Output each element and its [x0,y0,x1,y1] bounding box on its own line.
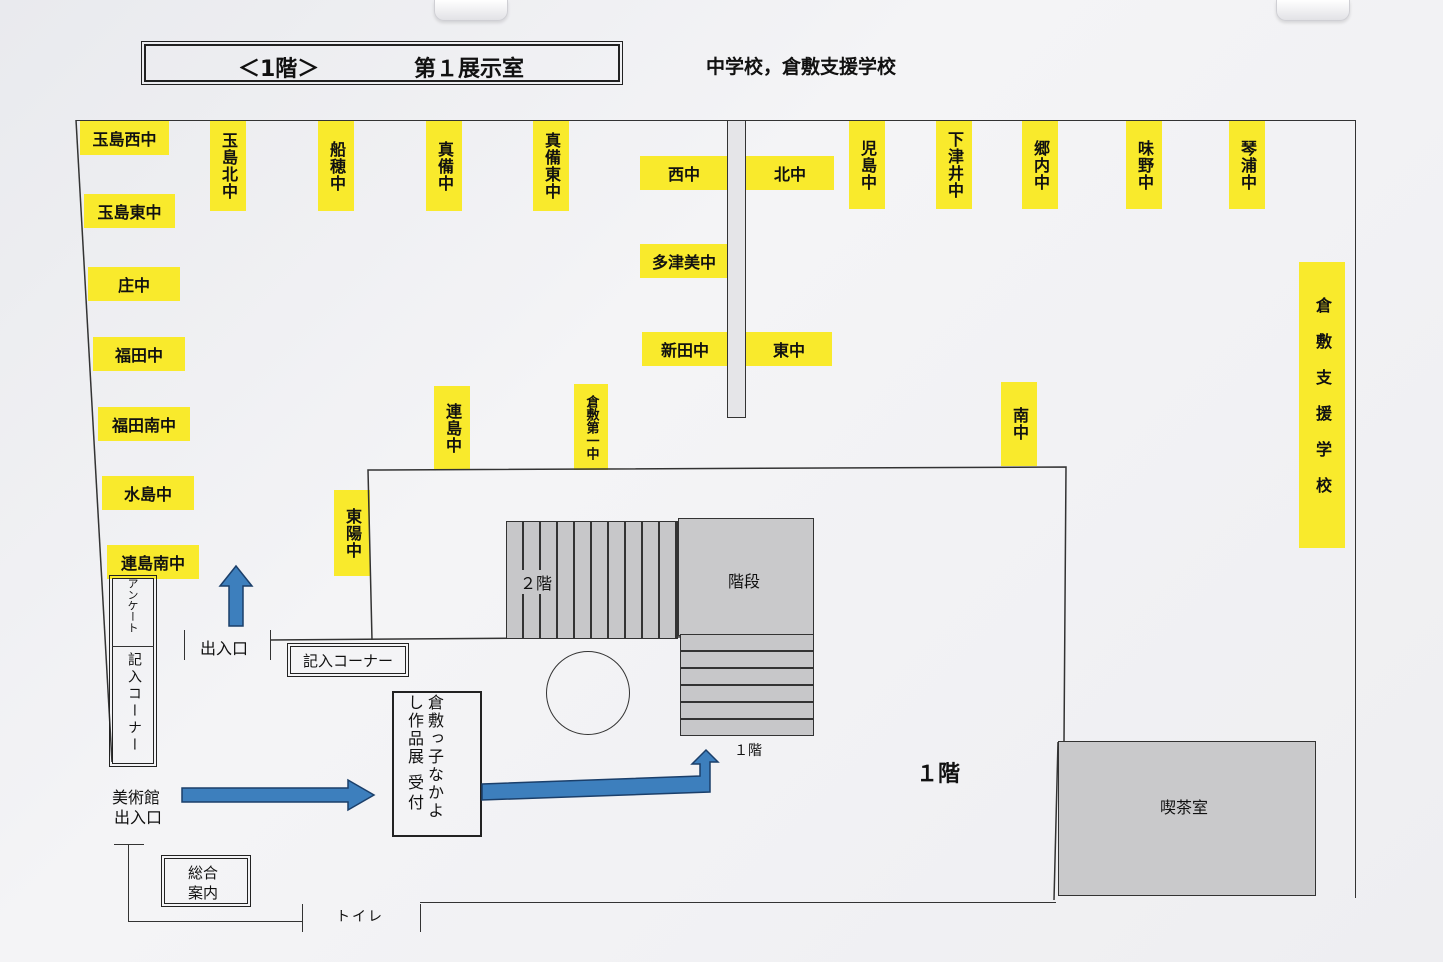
label-museum-entrance-2: 出入口 [114,808,163,827]
tag-kurashiki-shien: 倉敷支援学校 [1299,262,1345,548]
floor-title: ＜1階＞ [238,57,320,82]
tag-tsurajima-minami: 連島南中 [107,545,199,579]
tag-mabi: 真備中 [426,121,462,211]
label-entry-corner-vertical: 記入コーナー [126,652,142,754]
info-desk [161,855,251,907]
magnet-right [1276,0,1350,21]
corridor-top-line [114,844,144,845]
tag-ajino: 味野中 [1126,121,1162,209]
reception-desk [392,691,482,837]
room-title: 第１展示室 [414,57,525,82]
tag-kotoura: 琴浦中 [1229,121,1265,209]
tag-fukuda-minami: 福田南中 [98,407,190,441]
label-stairs: 階段 [728,572,761,591]
tag-mizushima: 水島中 [102,476,194,510]
entry-corner: 記入コーナー [287,643,409,677]
floor-outline [76,120,1356,898]
stairs-first-floor [680,634,814,736]
label-first-floor-big: １階 [916,762,961,787]
tag-nishi: 西中 [640,156,728,190]
label-info-2: 案内 [188,884,219,902]
tag-sho: 庄中 [88,267,180,301]
entrance-mark-right [270,630,271,660]
label-toilet: トイレ [336,909,384,925]
tag-higashi: 東中 [746,332,832,366]
label-reception-exhibit: 倉敷っ子なかよし作品展 [405,694,444,820]
entrance-mark-left [184,630,185,660]
tag-toyo: 東陽中 [334,490,370,576]
tag-gonai: 郷内中 [1022,121,1058,209]
round-pillar [546,651,630,735]
cafe-room [1058,741,1316,896]
floor-title-box: ＜1階＞ 第１展示室 [141,41,623,85]
center-partition [727,120,746,418]
tag-kita: 北中 [746,156,834,190]
tag-niita: 新田中 [642,332,728,366]
corridor-bottom-line [128,921,302,922]
exhibit-subtitle: 中学校，倉敷支援学校 [706,56,897,78]
label-cafe: 喫茶室 [1160,798,1209,817]
stairs-landing [678,518,814,636]
arrow-up-icon [218,564,254,627]
survey-divider [112,646,154,647]
tag-tamashima-kita: 玉島北中 [210,121,246,211]
toilet-mark-right [420,904,421,932]
arrow-right-icon [181,778,376,812]
survey-entry-stand [109,575,157,767]
tag-shimotsui: 下津井中 [936,121,972,209]
label-reception: 受付 [405,774,424,814]
tag-minami: 南中 [1001,382,1037,466]
corridor-left-line [128,844,129,922]
label-info-1: 総合 [188,864,219,882]
label-survey: アンケート [126,578,139,633]
tag-tsurajima: 連島中 [434,386,470,470]
arrow-corner-up-icon [481,748,720,801]
tag-kojima: 児島中 [849,121,885,209]
tag-tamashima-nishi: 玉島西中 [80,121,169,155]
label-entrance: 出入口 [200,639,249,658]
toilet-mark-left [302,904,303,932]
tag-mabi-higashi: 真備東中 [533,121,569,211]
tag-fukuda: 福田中 [93,337,185,371]
tag-tamashima-higashi: 玉島東中 [84,194,175,228]
label-museum-entrance-1: 美術館 [112,788,161,807]
label-second-floor: ２階 [518,570,555,594]
corridor-right-line [420,902,1056,903]
label-first-floor-small: １階 [734,743,762,759]
tag-funao: 船穂中 [318,121,354,211]
tag-kurashiki-daiichi: 倉敷第一中 [574,384,608,470]
tag-tatsumi: 多津美中 [640,244,728,278]
magnet-left [434,0,508,21]
